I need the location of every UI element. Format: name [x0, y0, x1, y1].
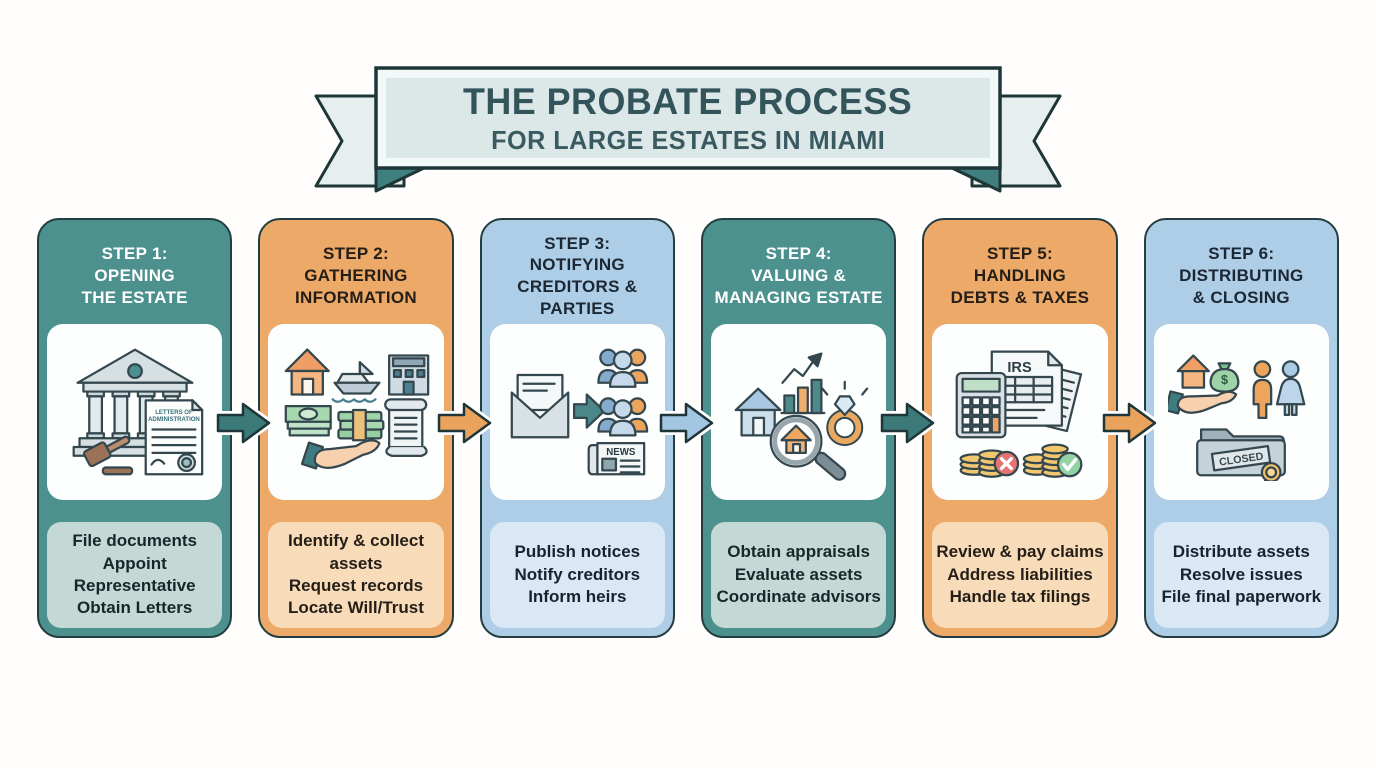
ribbon-banner-shape	[314, 66, 1062, 193]
coin-stack-approved-icon	[1022, 443, 1083, 478]
people-group-icon	[597, 397, 649, 437]
coin-stack-declined-icon	[959, 449, 1020, 478]
step-column-2: STEP 2: GATHERING INFORMATION	[258, 218, 454, 638]
step-5-task-box: Review & pay claims Address liabilities …	[932, 522, 1108, 628]
flow-arrow-icon	[878, 400, 938, 446]
open-envelope-icon	[510, 373, 570, 439]
step-4-icon-box	[710, 324, 887, 500]
heirs-couple-icon	[1252, 360, 1306, 419]
rosette-seal-icon	[1261, 461, 1282, 481]
flow-arrow-icon	[214, 400, 274, 446]
step-6-tasks: Distribute assets Resolve issues File fi…	[1161, 542, 1322, 607]
open-hand-icon	[300, 439, 381, 470]
step-6-header: STEP 6: DISTRIBUTING & CLOSING	[1179, 244, 1304, 307]
dome-circle-icon	[126, 363, 143, 380]
house-icon	[1176, 354, 1211, 389]
newspaper-icon	[587, 442, 646, 476]
house-icon	[284, 348, 330, 396]
step-6-icon-box: $ CLOSED	[1153, 324, 1329, 500]
document-title-line1: LETTERS OF	[155, 410, 193, 416]
calculator-icon	[955, 371, 1007, 439]
letters-of-administration-document-icon	[144, 399, 203, 476]
flow-arrow-icon	[657, 400, 717, 446]
news-label: NEWS	[607, 447, 637, 458]
step-5-header: STEP 5: HANDLING DEBTS & TAXES	[950, 244, 1090, 307]
step-1-tasks: File documents Appoint Representative Ob…	[72, 531, 197, 618]
steps-row: STEP 1: OPENING THE ESTATE	[37, 218, 1339, 638]
step-3-header: STEP 3: NOTIFYING CREDITORS & PARTIES	[517, 233, 638, 318]
flow-arrow-icon	[1100, 400, 1160, 446]
money-bag-icon	[1209, 362, 1240, 393]
yacht-icon	[331, 361, 381, 403]
step-5-tasks: Review & pay claims Address liabilities …	[936, 542, 1104, 607]
step-2-tasks: Identify & collect assets Request record…	[287, 531, 424, 618]
assets-collection-icon	[284, 348, 430, 470]
courthouse-gavel-document-icon: LETTERS OF ADMINISTRATION	[72, 348, 203, 476]
step-2-header: STEP 2: GATHERING INFORMATION	[295, 244, 417, 307]
gavel-icon	[82, 435, 131, 468]
house-icon	[734, 387, 782, 437]
step-3-icon-box: NEWS	[489, 324, 665, 500]
step-1-task-box: File documents Appoint Representative Ob…	[47, 522, 223, 628]
step-1-header: STEP 1: OPENING THE ESTATE	[81, 244, 188, 307]
step-column-3: STEP 3: NOTIFYING CREDITORS & PARTIES	[479, 218, 675, 638]
step-1-icon-box: LETTERS OF ADMINISTRATION	[47, 324, 223, 500]
step-column-4: STEP 4: VALUING & MANAGING ESTATE	[700, 218, 897, 638]
notification-icon: NEWS	[510, 348, 649, 476]
step-4-tasks: Obtain appraisals Evaluate assets Coordi…	[716, 542, 881, 607]
step-3-task-box: Publish notices Notify creditors Inform …	[489, 522, 665, 628]
hand-giving-icon	[1168, 390, 1238, 415]
dollar-symbol: $	[1221, 373, 1228, 387]
valuation-icon	[734, 352, 868, 481]
step-2-icon-box	[268, 324, 444, 500]
step-column-6: STEP 6: DISTRIBUTING & CLOSING	[1143, 218, 1339, 638]
people-group-icon	[597, 348, 649, 388]
page-subtitle: FOR LARGE ESTATES IN MIAMI	[490, 124, 886, 155]
growth-bar-chart-icon	[780, 352, 826, 415]
diamond-ring-icon	[820, 380, 868, 447]
right-arrow-icon	[573, 393, 606, 429]
magnifier-house-icon	[769, 414, 846, 481]
office-building-icon	[388, 354, 430, 396]
step-3-tasks: Publish notices Notify creditors Inform …	[514, 542, 641, 607]
step-column-1: STEP 1: OPENING THE ESTATE	[37, 218, 233, 638]
step-6-task-box: Distribute assets Resolve issues File fi…	[1153, 522, 1329, 628]
scroll-document-icon	[384, 398, 428, 457]
step-4-task-box: Obtain appraisals Evaluate assets Coordi…	[710, 522, 887, 628]
distribution-closing-icon: $ CLOSED	[1168, 354, 1306, 481]
cash-bills-icon	[284, 405, 332, 437]
step-5-icon-box: IRS	[932, 324, 1108, 500]
step-4-header: STEP 4: VALUING & MANAGING ESTATE	[714, 244, 883, 307]
step-column-5: STEP 5: HANDLING DEBTS & TAXES	[922, 218, 1118, 638]
page-title: THE PROBATE PROCESS	[463, 80, 913, 122]
banner-text: THE PROBATE PROCESS FOR LARGE ESTATES IN…	[376, 68, 1000, 168]
money-stack-icon	[337, 408, 385, 442]
document-title-line2: ADMINISTRATION	[148, 417, 200, 423]
step-2-task-box: Identify & collect assets Request record…	[268, 522, 444, 628]
debts-taxes-icon: IRS	[955, 350, 1083, 478]
flow-arrow-icon	[435, 400, 495, 446]
ribbon-banner: THE PROBATE PROCESS FOR LARGE ESTATES IN…	[308, 62, 1068, 198]
irs-label: IRS	[1007, 360, 1032, 376]
